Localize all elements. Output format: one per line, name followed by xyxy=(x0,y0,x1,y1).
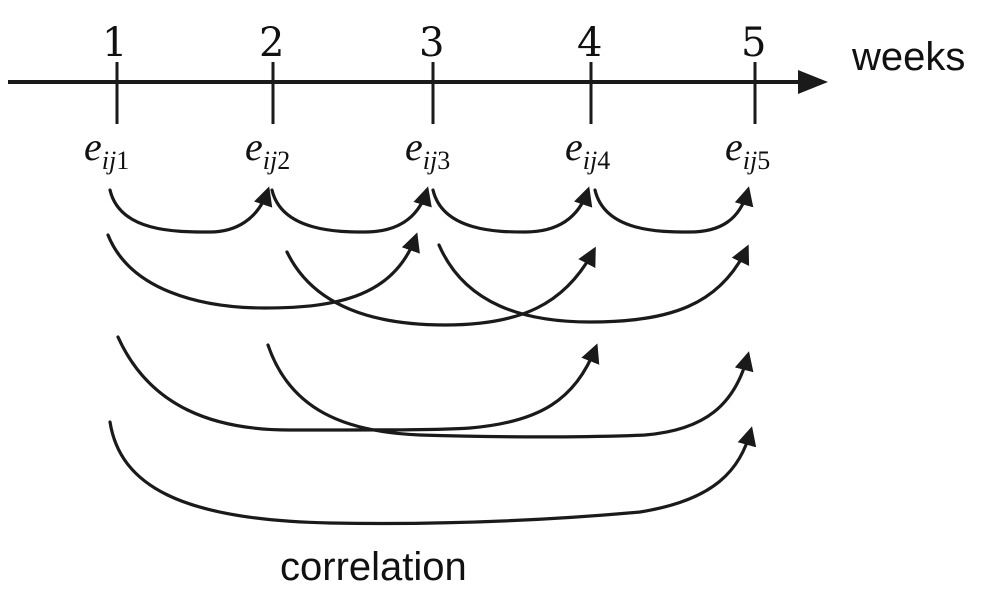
correlation-arrow-2-3 xyxy=(270,186,432,234)
error-term: eij4 xyxy=(565,124,610,175)
caption: correlation xyxy=(280,545,467,589)
correlation-arrow-1-4 xyxy=(116,335,600,432)
correlation-arrow-1-5 xyxy=(108,420,757,526)
week-label: 4 xyxy=(577,20,602,66)
error-term: eij3 xyxy=(405,124,450,175)
week-label: 2 xyxy=(259,20,284,66)
week-label: 1 xyxy=(102,20,127,66)
week-label: 3 xyxy=(419,20,444,66)
time-axis-arrowhead xyxy=(798,70,828,94)
correlation-arrow-1-2 xyxy=(108,186,273,234)
correlation-arrow-2-4 xyxy=(285,246,596,327)
correlation-arrow-3-5 xyxy=(437,243,750,324)
correlation-arrow-3-4 xyxy=(431,186,593,234)
correlation-arrow-2-5 xyxy=(266,343,754,439)
error-term: eij2 xyxy=(245,124,290,175)
axis-label: weeks xyxy=(851,35,965,79)
week-label: 5 xyxy=(741,20,766,66)
correlation-arrow-4-5 xyxy=(593,186,754,234)
error-term: eij5 xyxy=(725,124,770,175)
error-term: eij1 xyxy=(84,124,129,175)
correlation-arrow-1-3 xyxy=(106,232,420,310)
